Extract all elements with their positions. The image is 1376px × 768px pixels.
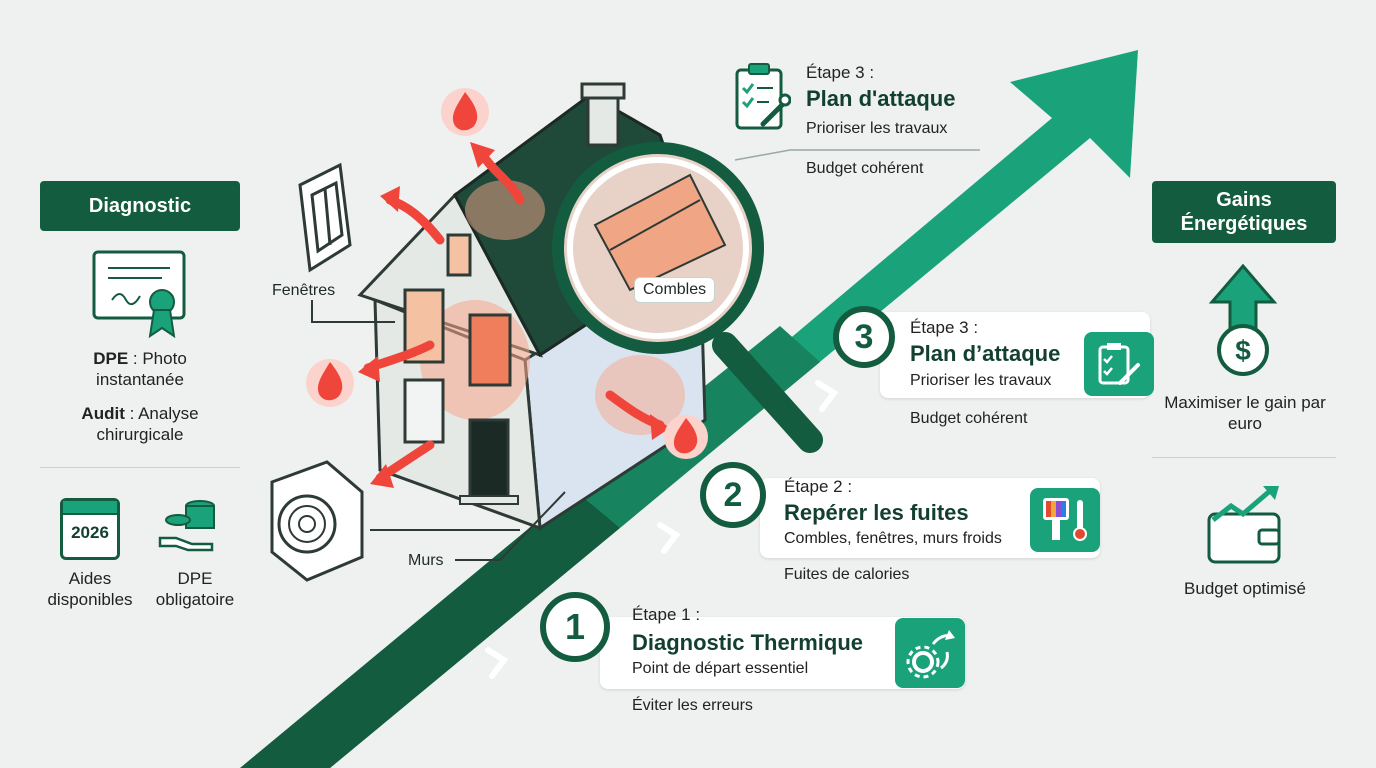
top-step-title: Plan d'attaque	[806, 86, 956, 111]
step-3-badge: 3	[833, 306, 895, 368]
step-1-subtitle: Point de départ essentiel	[632, 660, 809, 677]
step-2-subtitle: Combles, fenêtres, murs froids	[784, 530, 1002, 547]
dpe-obligatoire-caption: DPE obligatoire	[155, 569, 235, 609]
dpe-bold: DPE	[93, 349, 129, 368]
gear-arrows-icon	[906, 630, 955, 679]
label-murs: Murs	[408, 552, 444, 569]
step-2-label: Étape 2 :	[784, 477, 853, 496]
step-1-title: Diagnostic Thermique	[632, 630, 864, 655]
step-1-note: Éviter les erreurs	[632, 697, 753, 714]
top-step-note: Budget cohérent	[806, 160, 924, 177]
budget-caption: Budget optimisé	[1184, 579, 1306, 598]
aides-caption: Aides disponibles	[47, 569, 133, 609]
audit-bold: Audit	[81, 404, 125, 423]
step-3-subtitle: Prioriser les travaux	[910, 372, 1052, 389]
step-2-note: Fuites de calories	[784, 566, 910, 583]
label-fenetres: Fenêtres	[272, 282, 336, 299]
svg-text:$: $	[1235, 335, 1251, 366]
step-1-icon-box	[895, 618, 965, 688]
step-3-title: Plan d’attaque	[910, 341, 1061, 366]
right-divider	[1152, 457, 1336, 458]
flame-icon	[306, 359, 354, 407]
step-3-note: Budget cohérent	[910, 410, 1028, 427]
top-step-label: Étape 3 :	[806, 63, 875, 82]
clipboard-wrench-icon	[1098, 343, 1140, 385]
step-2-title: Repérer les fuites	[784, 500, 969, 525]
gain-caption: Maximiser le gain par euro	[1164, 393, 1326, 433]
certificate-icon	[92, 250, 186, 339]
money-hand-icon	[158, 500, 215, 552]
flame-icon	[664, 415, 708, 459]
window-icon	[298, 162, 352, 273]
audit-caption: Audit : Analyse chirurgicale	[60, 403, 220, 445]
chevron-icon	[485, 647, 509, 679]
left-divider	[40, 467, 240, 468]
chevron-icon	[815, 380, 839, 412]
calendar-year: 2026	[71, 523, 109, 542]
step-1-label: Étape 1 :	[632, 605, 701, 624]
top-step-subtitle: Prioriser les travaux	[806, 120, 948, 137]
dollar-coin-up-icon: $	[1208, 264, 1278, 376]
gains-title: Gains Énergétiques	[1152, 181, 1336, 243]
step-1-badge: 1	[540, 592, 610, 662]
dpe-caption: DPE : Photo instantanée	[60, 348, 220, 390]
clipboard-wrench-icon	[735, 63, 791, 130]
flame-icon	[441, 88, 489, 136]
thermal-camera-icon	[1043, 498, 1087, 541]
insulation-icon	[270, 460, 364, 582]
step-3-icon-box	[1084, 332, 1154, 396]
step-2-icon-box	[1030, 488, 1100, 552]
calendar-icon: 2026	[60, 498, 120, 560]
wallet-chart-icon	[1207, 486, 1281, 564]
step-3-label: Étape 3 :	[910, 318, 979, 337]
dpe-text: : Photo instantanée	[96, 349, 187, 389]
audit-text: : Analyse chirurgicale	[96, 404, 199, 444]
step-2-badge: 2	[700, 462, 766, 528]
chevron-icon	[657, 522, 681, 554]
diagnostic-title: Diagnostic	[40, 181, 240, 231]
label-combles: Combles	[634, 277, 716, 303]
